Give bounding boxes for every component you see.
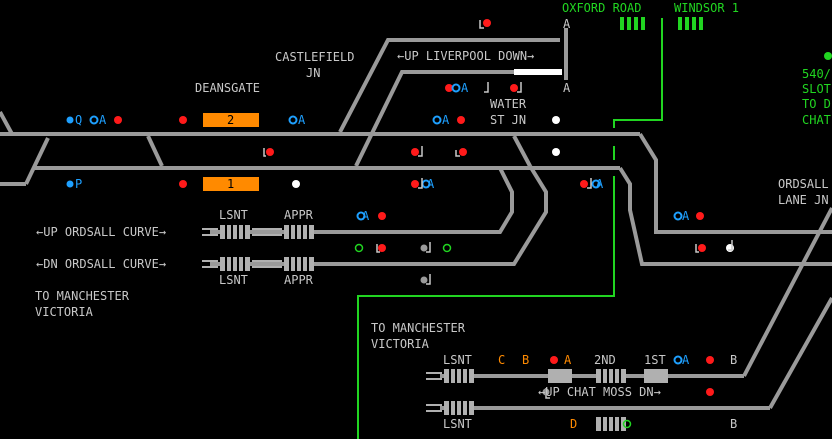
to-manchester-victoria-label: VICTORIA — [371, 337, 429, 351]
signal-a-label: A — [682, 353, 690, 367]
track-block — [444, 369, 474, 383]
oxford-road-indicator — [620, 17, 645, 30]
lsnt-label: LSNT — [219, 273, 248, 287]
track-block — [220, 225, 250, 239]
track-ordsall-down — [618, 166, 832, 266]
signal-a-label: A — [362, 209, 370, 223]
signal-a-label: A — [99, 113, 107, 127]
to-manchester-victoria-label: VICTORIA — [35, 305, 93, 319]
up-ordsall-curve-label: ←UP ORDSALL CURVE→ — [36, 225, 167, 239]
ordsall-label: ORDSALL — [778, 177, 829, 191]
castlefield-jn-label: JN — [306, 66, 321, 80]
td-berth[interactable]: 2 — [203, 113, 259, 127]
b-label: B — [730, 353, 738, 367]
track-dn-ordsall — [210, 164, 548, 266]
a-label: A — [563, 17, 571, 31]
track-crossover — [24, 137, 50, 185]
track-occupied — [514, 69, 562, 75]
dn-ordsall-curve-label: ←DN ORDSALL CURVE→ — [36, 257, 167, 271]
berth-c-label: C — [498, 353, 506, 367]
lsnt-label: LSNT — [443, 417, 472, 431]
signal-a-label: A — [442, 113, 450, 127]
status-dot — [824, 52, 832, 60]
track-block — [444, 401, 474, 415]
signal-a-label: A — [596, 177, 604, 191]
track-crossover — [512, 135, 532, 167]
track-block — [548, 369, 572, 383]
track-block — [596, 417, 626, 431]
track-block — [220, 257, 250, 271]
track-block — [284, 225, 314, 239]
partial-text: TO D — [802, 97, 831, 111]
signal-a-label: A — [461, 81, 469, 95]
boundary-line — [613, 18, 663, 128]
track-stub-diag — [0, 111, 14, 135]
partial-text: SLOT — [802, 82, 831, 96]
track-liverpool-up — [338, 38, 560, 133]
boundary-line — [357, 176, 615, 439]
td-berth[interactable]: 1 — [203, 177, 259, 191]
track-block — [284, 257, 314, 271]
track-crossover — [146, 135, 164, 167]
signal-a-label: A — [682, 209, 690, 223]
water-st-label: WATER — [490, 97, 527, 111]
windsor-indicator — [678, 17, 703, 30]
2nd-label: 2ND — [594, 353, 616, 367]
track-liverpool-down — [354, 70, 520, 167]
header-oxford-road: OXFORD ROAD — [562, 1, 642, 15]
track-ordsall-up — [638, 132, 832, 234]
ordsall-lane-jn-label: LANE JN — [778, 193, 829, 207]
track-chat-up — [742, 207, 832, 377]
header-windsor: WINDSOR 1 — [674, 1, 740, 15]
to-manchester-victoria-label: TO MANCHESTER — [371, 321, 465, 335]
1st-label: 1ST — [644, 353, 666, 367]
appr-label: APPR — [284, 273, 313, 287]
a-label: A — [563, 81, 571, 95]
lsnt-label: LSNT — [443, 353, 472, 367]
partial-text: 540/ — [802, 67, 831, 81]
up-chat-moss-dn-label: ←UP CHAT MOSS DN→ — [538, 385, 661, 399]
signal-q-label: Q — [75, 113, 83, 127]
lsnt-label: LSNT — [219, 208, 248, 222]
track-up-ordsall — [210, 167, 514, 234]
water-st-jn-label: ST JN — [490, 113, 527, 127]
berth-label: 1 — [227, 177, 235, 191]
berth-a-label: A — [564, 353, 572, 367]
appr-label: APPR — [284, 208, 313, 222]
berth-b-label: B — [522, 353, 530, 367]
partial-text: CHAT — [802, 113, 831, 127]
track-chat-down — [768, 297, 832, 409]
signal-a-label: A — [298, 113, 306, 127]
berth-d-label: D — [570, 417, 578, 431]
track-block — [596, 369, 626, 383]
castlefield-label: CASTLEFIELD — [275, 50, 355, 64]
deansgate-label: DEANSGATE — [195, 81, 261, 95]
signal-p-label: P — [75, 177, 83, 191]
signal-a-label: A — [427, 177, 435, 191]
b-label: B — [730, 417, 738, 431]
berth-label: 2 — [227, 113, 235, 127]
to-manchester-victoria-label: TO MANCHESTER — [35, 289, 129, 303]
track-block — [644, 369, 668, 383]
up-liverpool-down-label: ←UP LIVERPOOL DOWN→ — [397, 49, 535, 63]
